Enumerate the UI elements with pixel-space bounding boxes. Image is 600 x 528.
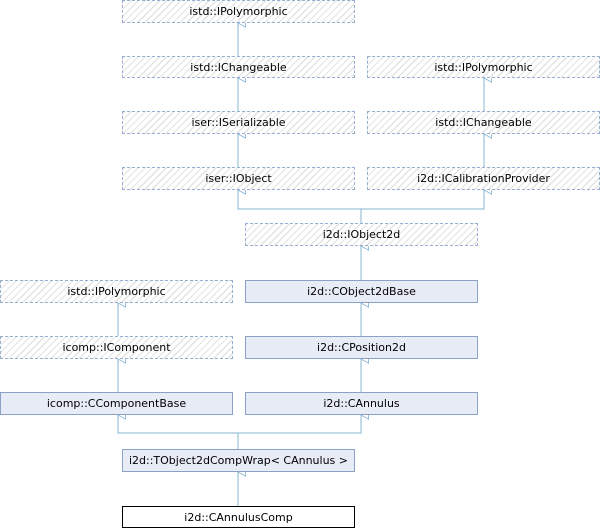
node-label: istd::IPolymorphic bbox=[189, 5, 288, 18]
node-icomp-ccomponentbase[interactable]: icomp::CComponentBase bbox=[0, 392, 233, 415]
node-i2d-cposition2d[interactable]: i2d::CPosition2d bbox=[245, 336, 478, 359]
node-label: icomp::CComponentBase bbox=[46, 397, 187, 410]
node-label: istd::IChangeable bbox=[435, 116, 532, 129]
node-istd-ipolymorphic-top[interactable]: istd::IPolymorphic bbox=[122, 0, 355, 23]
node-icomp-icomponent[interactable]: icomp::IComponent bbox=[0, 336, 233, 359]
node-label: i2d::CObject2dBase bbox=[307, 285, 416, 298]
node-label: iser::IObject bbox=[205, 172, 272, 185]
node-label: istd::IPolymorphic bbox=[434, 60, 533, 74]
node-i2d-icalibrationprovider[interactable]: i2d::ICalibrationProvider bbox=[367, 167, 600, 190]
node-label: i2d::CPosition2d bbox=[317, 341, 406, 354]
node-label: istd::IPolymorphic bbox=[67, 285, 166, 298]
node-label: i2d::TObject2dCompWrap< CAnnulus > bbox=[128, 454, 349, 467]
node-label: i2d::IObject2d bbox=[322, 228, 401, 241]
edge-tobject2dcompwrap-to-cannulus bbox=[238, 415, 361, 434]
node-label: i2d::ICalibrationProvider bbox=[417, 172, 550, 185]
edge-tobject2dcompwrap-to-ccomponentbase bbox=[118, 415, 239, 449]
node-istd-ichangeable-right[interactable]: istd::IChangeable bbox=[367, 111, 600, 134]
node-istd-ipolymorphic-bottom[interactable]: istd::IPolymorphic bbox=[0, 280, 233, 303]
node-iser-iserializable[interactable]: iser::ISerializable bbox=[122, 111, 355, 134]
node-label: i2d::CAnnulus bbox=[323, 397, 400, 410]
node-istd-ichangeable-left[interactable]: istd::IChangeable bbox=[122, 56, 355, 78]
node-label: iser::ISerializable bbox=[191, 116, 286, 129]
node-i2d-iobject2d[interactable]: i2d::IObject2d bbox=[245, 223, 478, 246]
edge-iobject2d-to-icalibrationprovider bbox=[361, 190, 484, 210]
edge-iobject2d-to-iobject bbox=[238, 190, 362, 223]
node-i2d-cannuluscomp: i2d::CAnnulusComp bbox=[122, 506, 355, 528]
node-iser-iobject[interactable]: iser::IObject bbox=[122, 167, 355, 190]
node-label: icomp::IComponent bbox=[62, 341, 171, 354]
node-istd-ipolymorphic-right[interactable]: istd::IPolymorphic bbox=[367, 56, 600, 78]
node-i2d-cobject2dbase[interactable]: i2d::CObject2dBase bbox=[245, 280, 478, 303]
node-label: istd::IChangeable bbox=[190, 60, 287, 74]
node-i2d-tobject2dcompwrap[interactable]: i2d::TObject2dCompWrap< CAnnulus > bbox=[122, 449, 355, 472]
node-i2d-cannulus[interactable]: i2d::CAnnulus bbox=[245, 392, 478, 415]
node-label: i2d::CAnnulusComp bbox=[184, 510, 293, 524]
